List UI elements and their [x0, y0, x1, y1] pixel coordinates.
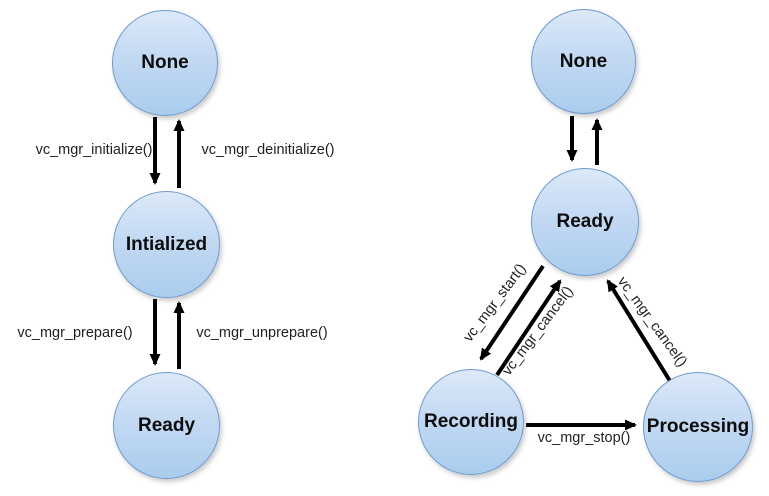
edge-label-stop: vc_mgr_stop() — [537, 430, 631, 446]
arrow-start — [479, 264, 545, 361]
state-node-processing: Processing — [643, 372, 753, 482]
state-label-none-setup: None — [141, 52, 189, 73]
state-node-none-setup: None — [112, 10, 218, 116]
state-label-ready-runtime: Ready — [556, 211, 614, 232]
state-node-ready-runtime: Ready — [531, 168, 639, 276]
state-label-ready-setup: Ready — [137, 414, 196, 436]
edge-label-deinitialize: vc_mgr_deinitialize() — [201, 142, 335, 158]
edge-label-prepare: vc_mgr_prepare() — [17, 325, 133, 341]
edge-label-initialize: vc_mgr_initialize() — [35, 142, 153, 158]
state-label-initialized: Intialized — [125, 233, 208, 255]
state-node-initialized: Intialized — [113, 191, 220, 298]
state-label-none-runtime: None — [559, 50, 608, 72]
arrow-cancel-from-processing — [606, 279, 672, 383]
state-node-ready-setup: Ready — [113, 372, 220, 479]
edge-label-unprepare: vc_mgr_unprepare() — [196, 325, 328, 341]
state-label-recording: Recording — [424, 411, 518, 432]
arrow-cancel-from-recording — [495, 279, 562, 377]
state-label-processing: Processing — [646, 416, 750, 437]
state-node-none-runtime: None — [531, 9, 636, 114]
state-node-recording: Recording — [418, 369, 524, 475]
